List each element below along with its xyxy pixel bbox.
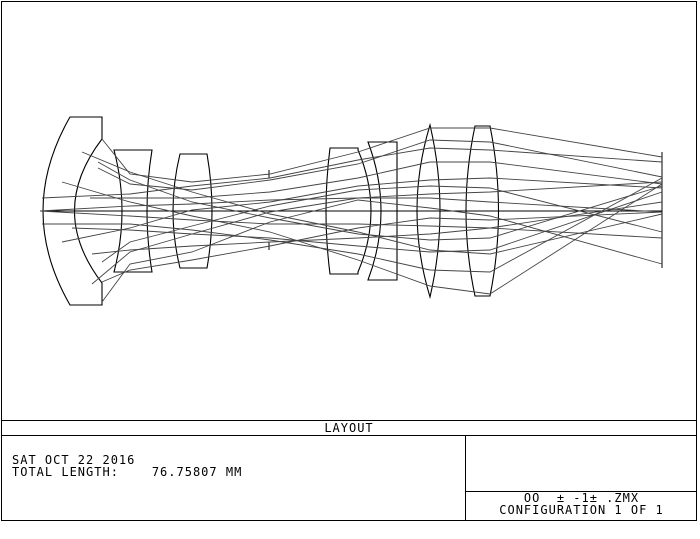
ray-path — [101, 127, 663, 183]
lens-element-7 — [465, 125, 500, 297]
lens-file-name: OO ± -1± .ZMX — [523, 491, 640, 505]
ray-path — [81, 151, 663, 255]
ray-path — [91, 201, 663, 255]
ray-path — [97, 161, 663, 241]
ray-path — [39, 181, 663, 212]
configuration-box: OO ± -1± .ZMX CONFIGURATION 1 OF 1 — [466, 491, 697, 521]
lens-element-6 — [416, 122, 441, 300]
ray-path — [71, 191, 663, 253]
configuration-label: CONFIGURATION 1 OF 1 — [499, 503, 664, 517]
lens-element-3 — [172, 153, 213, 269]
info-divider — [465, 436, 466, 521]
ray-path — [101, 211, 663, 283]
ray-path — [42, 177, 663, 273]
date-label: SAT OCT 22 2016 — [12, 453, 136, 467]
total-length-label: TOTAL LENGTH: — [12, 465, 119, 479]
ray-path — [39, 210, 663, 239]
ray-path — [97, 139, 663, 191]
layout-title-bar: LAYOUT — [1, 420, 697, 436]
layout-info-block: SAT OCT 22 2016 TOTAL LENGTH: 76.75807 M… — [12, 454, 242, 478]
total-length-value: 76.75807 MM — [151, 465, 243, 479]
lens-element-2 — [113, 149, 153, 273]
ray-path — [41, 147, 663, 199]
optical-layout-diagram — [39, 116, 663, 306]
lens-element-1 — [42, 116, 103, 306]
layout-window-frame — [1, 1, 697, 521]
lens-element-4 — [325, 147, 372, 275]
ray-path — [61, 181, 663, 295]
ray-path — [90, 161, 663, 199]
lens-element-5 — [367, 141, 398, 281]
ray-path — [101, 185, 663, 263]
ray-bundle — [39, 127, 663, 303]
ray-path — [101, 199, 663, 303]
